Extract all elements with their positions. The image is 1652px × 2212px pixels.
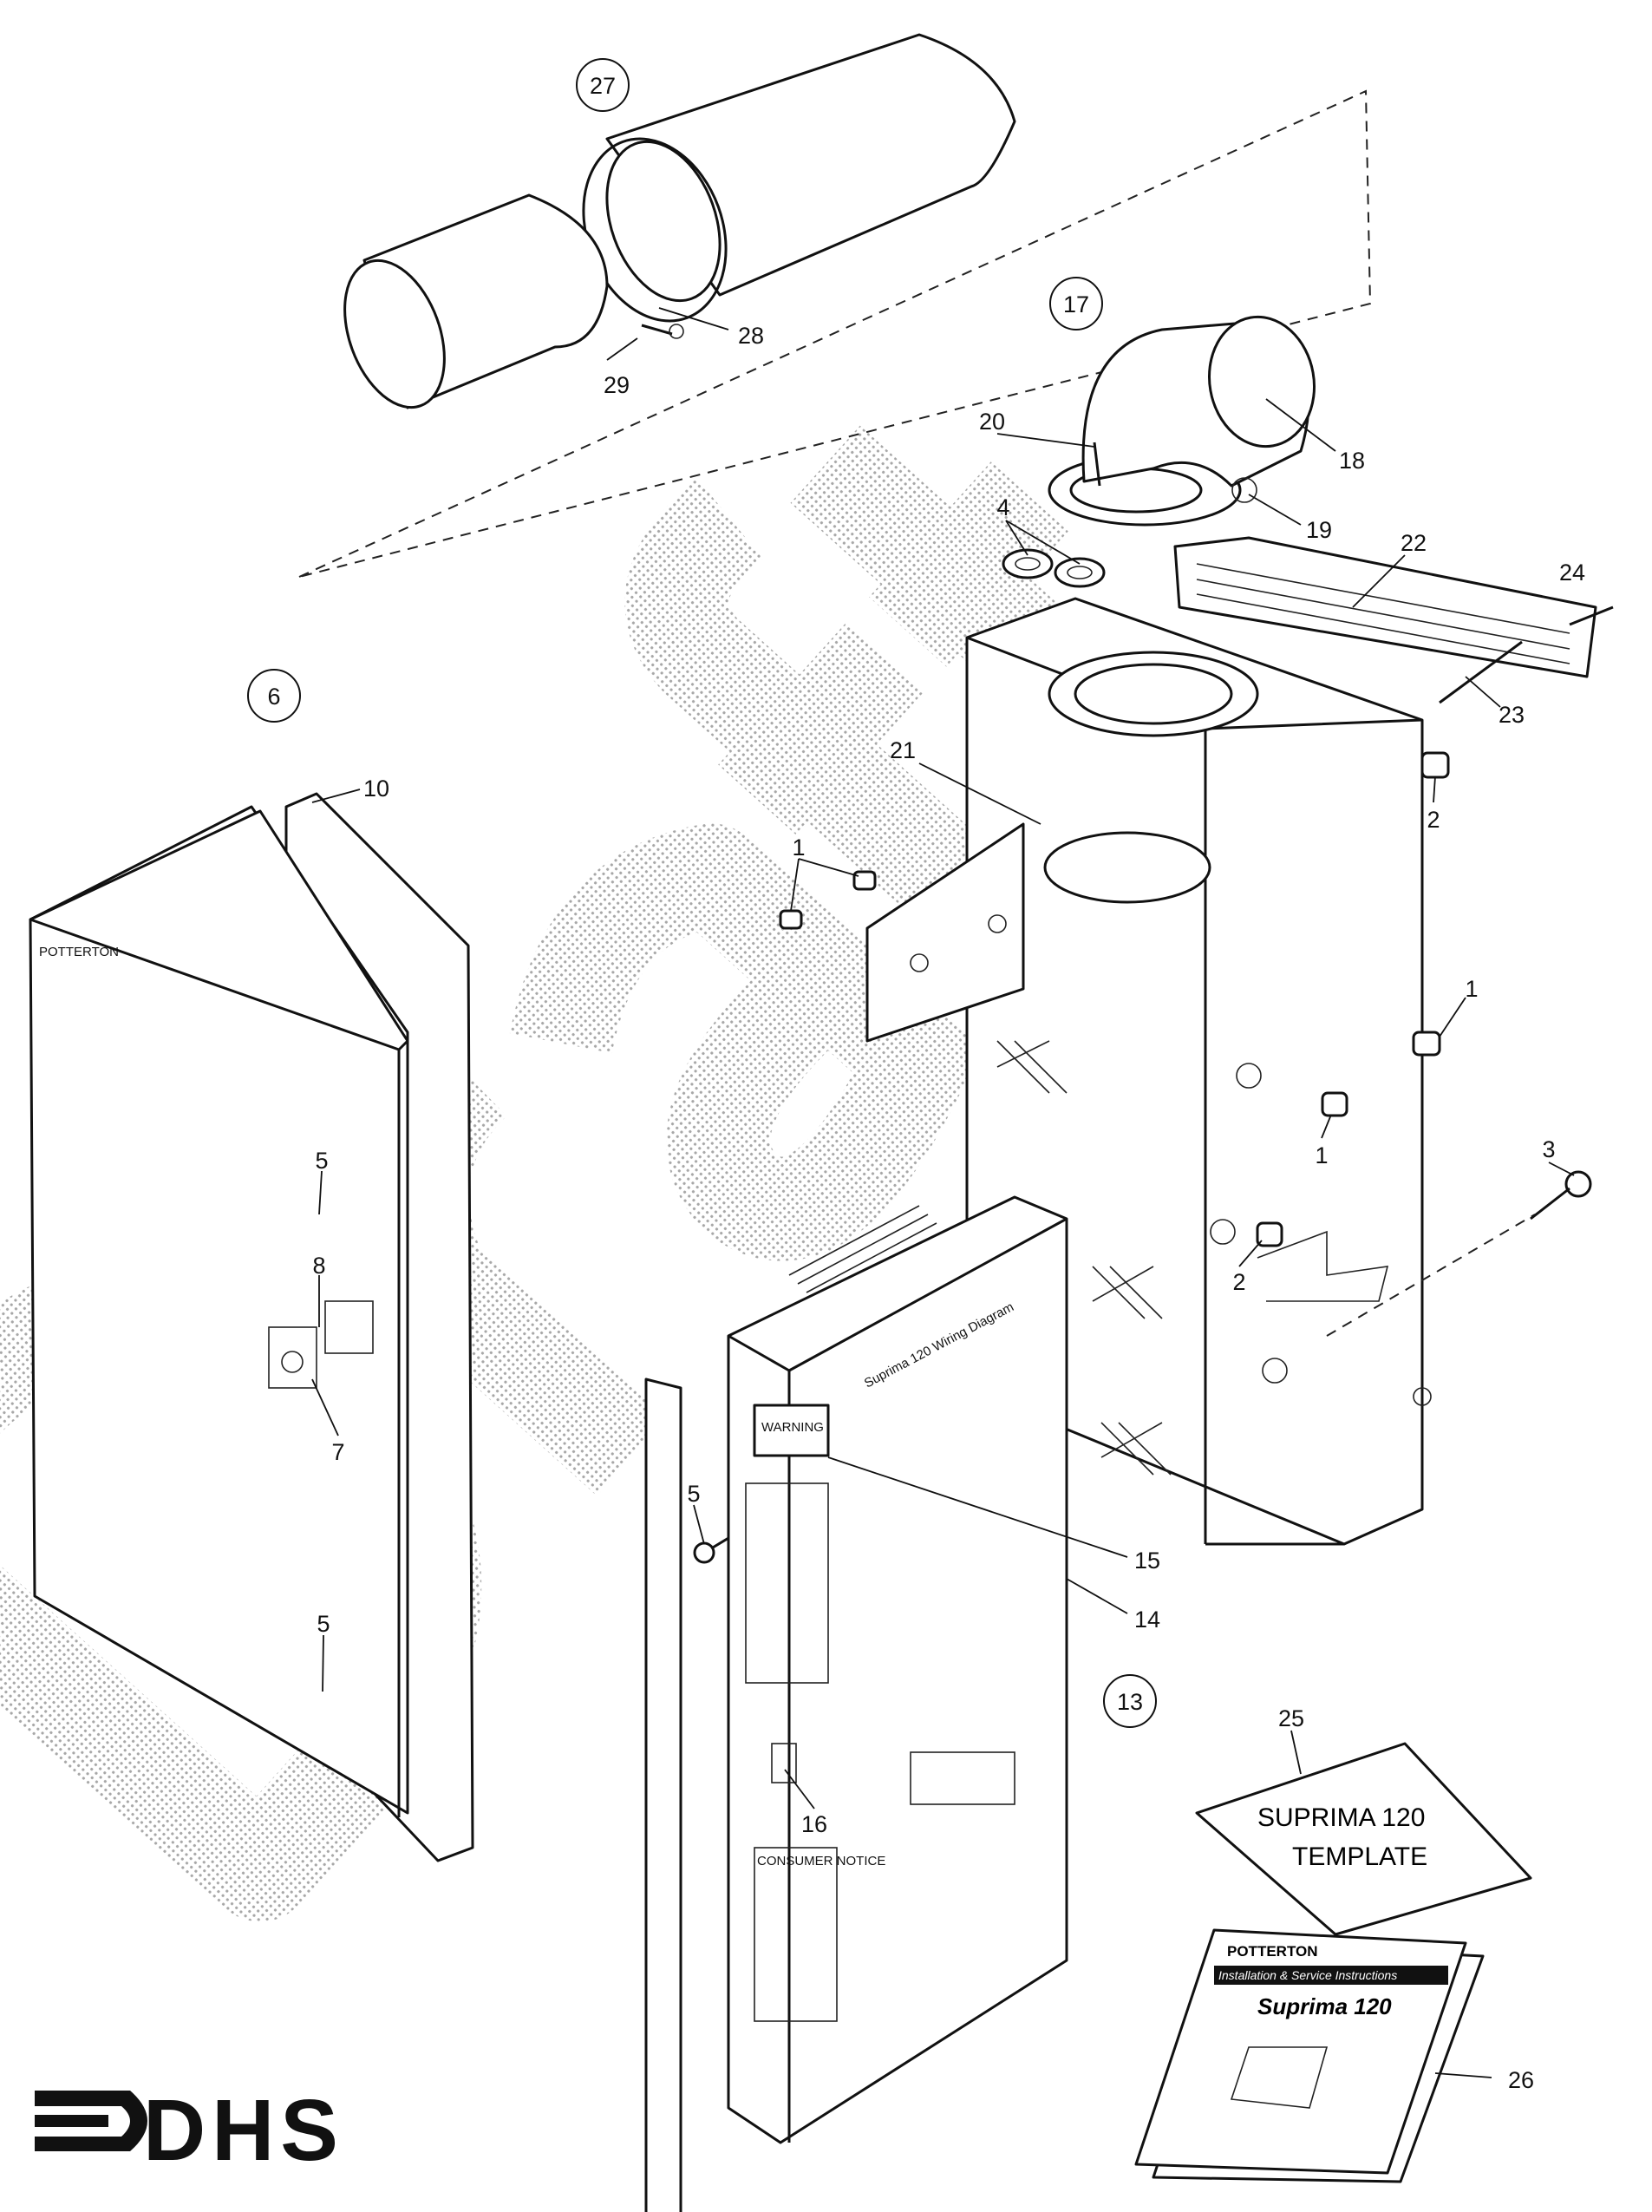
part-label-22: 22 xyxy=(1401,530,1427,556)
template-line2: TEMPLATE xyxy=(1292,1842,1427,1871)
outer-casing: WARNING Suprima 120 Wiring Diagram CONSU… xyxy=(644,1195,1068,2212)
part-label-1: 1 xyxy=(792,834,805,861)
part-label-29: 29 xyxy=(604,372,630,398)
part-label-1: 1 xyxy=(1315,1142,1328,1168)
part-label-23: 23 xyxy=(1499,702,1525,728)
part-label-2: 2 xyxy=(1232,1269,1245,1295)
air-grille xyxy=(1173,536,1614,704)
part-label-6: 6 xyxy=(267,684,280,710)
dhs-logo: DHS xyxy=(35,2082,338,2179)
leader-lines xyxy=(311,307,1575,2078)
part-label-16: 16 xyxy=(801,1811,827,1837)
logo-text: DHS xyxy=(143,2082,338,2179)
consumer-notice-text: CONSUMER NOTICE xyxy=(757,1854,885,1868)
manual-banner: Installation & Service Instructions xyxy=(1218,1968,1397,1982)
part-label-20: 20 xyxy=(979,409,1005,435)
part-label-5: 5 xyxy=(317,1611,330,1637)
panel-brand-text: POTTERTON xyxy=(39,945,119,959)
part-label-5: 5 xyxy=(315,1148,328,1174)
seals xyxy=(1002,548,1106,588)
part-label-27: 27 xyxy=(590,73,616,99)
part-label-7: 7 xyxy=(331,1439,344,1465)
part-label-13: 13 xyxy=(1117,1689,1143,1715)
part-label-8: 8 xyxy=(312,1253,325,1279)
part-label-10: 10 xyxy=(363,776,389,802)
part-label-2: 2 xyxy=(1427,807,1440,833)
part-label-1: 1 xyxy=(1465,976,1478,1002)
instruction-manual: POTTERTON Installation & Service Instruc… xyxy=(1134,1928,1485,2183)
template-line1: SUPRIMA 120 xyxy=(1257,1803,1425,1832)
part-label-14: 14 xyxy=(1134,1607,1160,1633)
flue-elbow xyxy=(1048,315,1316,527)
part-label-25: 25 xyxy=(1278,1705,1304,1731)
part-label-17: 17 xyxy=(1063,291,1089,317)
part-label-19: 19 xyxy=(1306,517,1332,543)
flue-terminal-assembly xyxy=(298,33,1372,578)
part-label-5: 5 xyxy=(687,1481,700,1507)
part-label-15: 15 xyxy=(1134,1548,1160,1574)
part-label-3: 3 xyxy=(1542,1136,1555,1162)
part-label-26: 26 xyxy=(1508,2067,1534,2093)
manual-title: Suprima 120 xyxy=(1257,1993,1392,2019)
boiler-chassis xyxy=(865,597,1536,1546)
warning-label: WARNING xyxy=(761,1420,824,1435)
front-panel: POTTERTON xyxy=(29,792,474,1862)
part-label-21: 21 xyxy=(890,737,916,763)
installation-template: SUPRIMA 120 TEMPLATE xyxy=(1195,1742,1532,1936)
part-label-18: 18 xyxy=(1339,448,1365,474)
manual-brand: POTTERTON xyxy=(1227,1943,1318,1960)
part-number-labels: 27 28 29 17 20 18 4 19 22 24 23 6 10 21 … xyxy=(247,58,1585,2093)
part-label-24: 24 xyxy=(1559,560,1585,586)
part-label-4: 4 xyxy=(996,494,1009,520)
part-label-28: 28 xyxy=(738,323,764,349)
